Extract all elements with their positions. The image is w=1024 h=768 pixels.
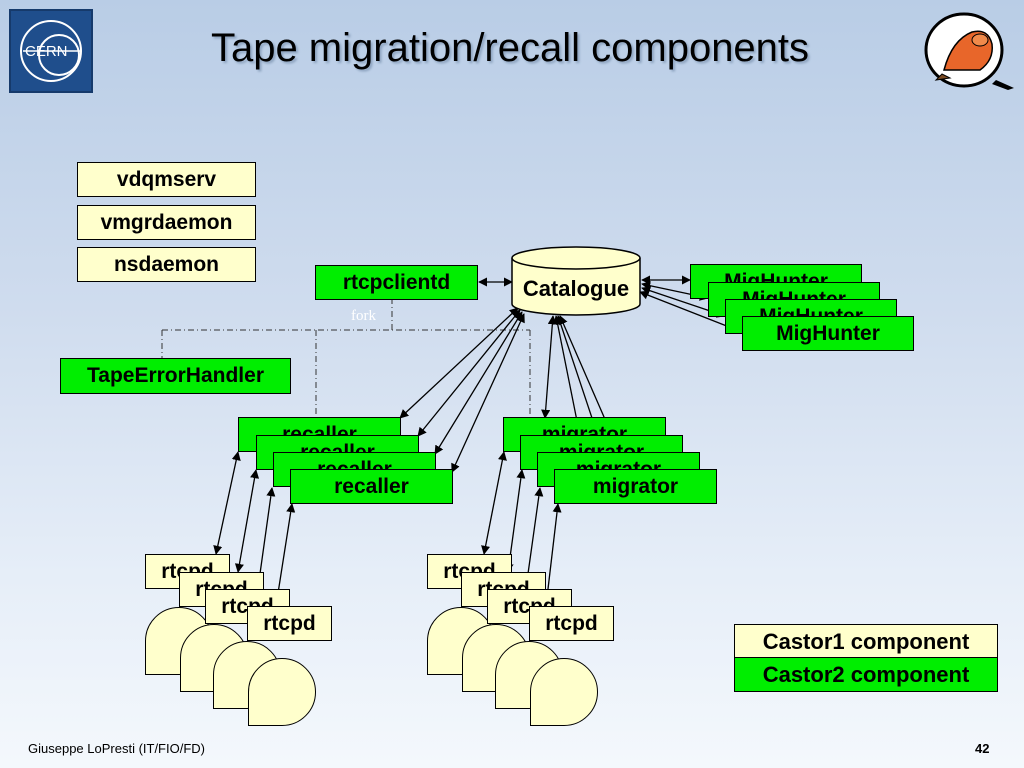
cern-logo-text: CERN bbox=[25, 43, 68, 60]
vdqmserv-box: vdqmserv bbox=[77, 162, 256, 197]
mighunter-box: MigHunter bbox=[742, 316, 914, 351]
fork-label: fork bbox=[351, 308, 376, 324]
recaller-box: recaller bbox=[290, 469, 453, 504]
catalogue-database: Catalogue bbox=[511, 246, 641, 316]
rtcpd-box: rtcpd bbox=[529, 606, 614, 641]
rtcpclientd-box: rtcpclientd bbox=[315, 265, 478, 300]
cern-logo: CERN bbox=[9, 9, 93, 93]
footer-author: Giuseppe LoPresti (IT/FIO/FD) bbox=[28, 741, 205, 756]
nsdaemon-box: nsdaemon bbox=[77, 247, 256, 282]
tape-error-handler-box: TapeErrorHandler bbox=[60, 358, 291, 394]
tape-drive-icon bbox=[248, 658, 316, 726]
tape-drive-icon bbox=[530, 658, 598, 726]
migrator-box: migrator bbox=[554, 469, 717, 504]
page-number: 42 bbox=[975, 741, 990, 756]
slide-title: Tape migration/recall components bbox=[210, 26, 810, 70]
vmgrdaemon-box: vmgrdaemon bbox=[77, 205, 256, 240]
catalogue-label: Catalogue bbox=[522, 276, 630, 301]
legend-castor2: Castor2 component bbox=[734, 657, 998, 692]
legend-castor1: Castor1 component bbox=[734, 624, 998, 659]
beaver-mascot-icon bbox=[922, 10, 1016, 92]
fork-lines bbox=[161, 298, 531, 418]
rtcpd-box: rtcpd bbox=[247, 606, 332, 641]
